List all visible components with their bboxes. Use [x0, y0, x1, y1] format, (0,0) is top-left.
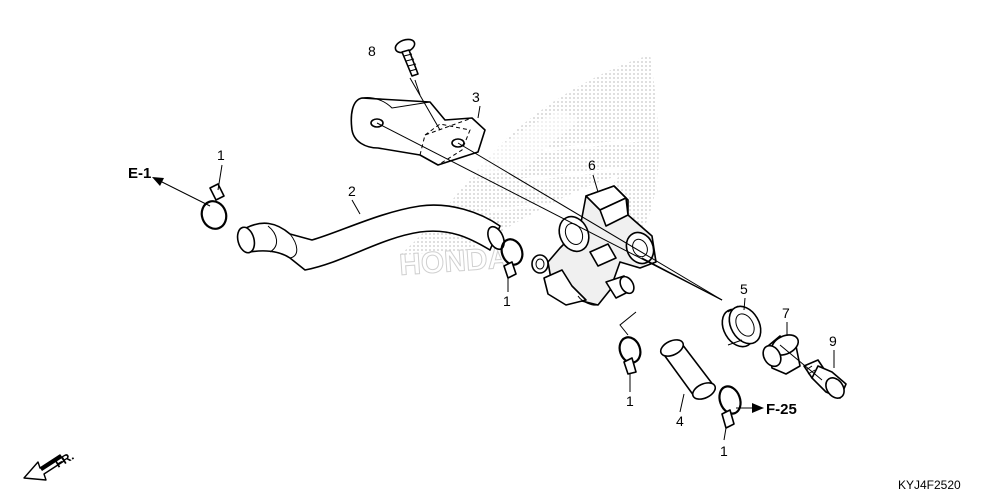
clip-part-1-b[interactable] [498, 236, 526, 279]
callout-2[interactable]: 2 [348, 183, 356, 199]
clip-part-1-d[interactable] [716, 383, 744, 429]
diagram-code: KYJ4F2520 [898, 478, 961, 492]
front-direction-arrow-icon [23, 454, 65, 481]
front-direction-label: FR. [53, 449, 77, 471]
pipe-part-4[interactable] [658, 337, 718, 403]
reference-arrow-e1 [152, 177, 211, 207]
clip-part-1-a[interactable] [198, 183, 230, 232]
bolt-part-8[interactable] [394, 37, 419, 77]
bracket-part-3[interactable] [350, 97, 486, 166]
callout-1-d[interactable]: 1 [720, 443, 728, 459]
callout-6[interactable]: 6 [588, 157, 596, 173]
svg-text:HONDA: HONDA [398, 241, 510, 282]
bolt-part-9[interactable] [803, 359, 848, 402]
reference-e1[interactable]: E-1 [128, 165, 151, 182]
callout-3[interactable]: 3 [472, 89, 480, 105]
reference-arrow-f25 [736, 403, 764, 413]
clip-part-1-c[interactable] [616, 334, 644, 375]
collar-part-7[interactable] [760, 331, 802, 375]
callout-1-c[interactable]: 1 [626, 393, 634, 409]
leader-lines [217, 77, 835, 441]
callout-1-a[interactable]: 1 [217, 147, 225, 163]
callout-4[interactable]: 4 [676, 413, 684, 429]
reference-f25[interactable]: F-25 [766, 401, 797, 418]
callout-1-b[interactable]: 1 [503, 293, 511, 309]
valve-body-part-6[interactable] [531, 185, 659, 306]
callout-9[interactable]: 9 [829, 333, 837, 349]
honda-wing-watermark: HONDA [398, 55, 659, 282]
callout-5[interactable]: 5 [740, 281, 748, 297]
callout-8[interactable]: 8 [368, 43, 376, 59]
grommet-part-5[interactable] [716, 301, 767, 353]
callout-7[interactable]: 7 [782, 305, 790, 321]
